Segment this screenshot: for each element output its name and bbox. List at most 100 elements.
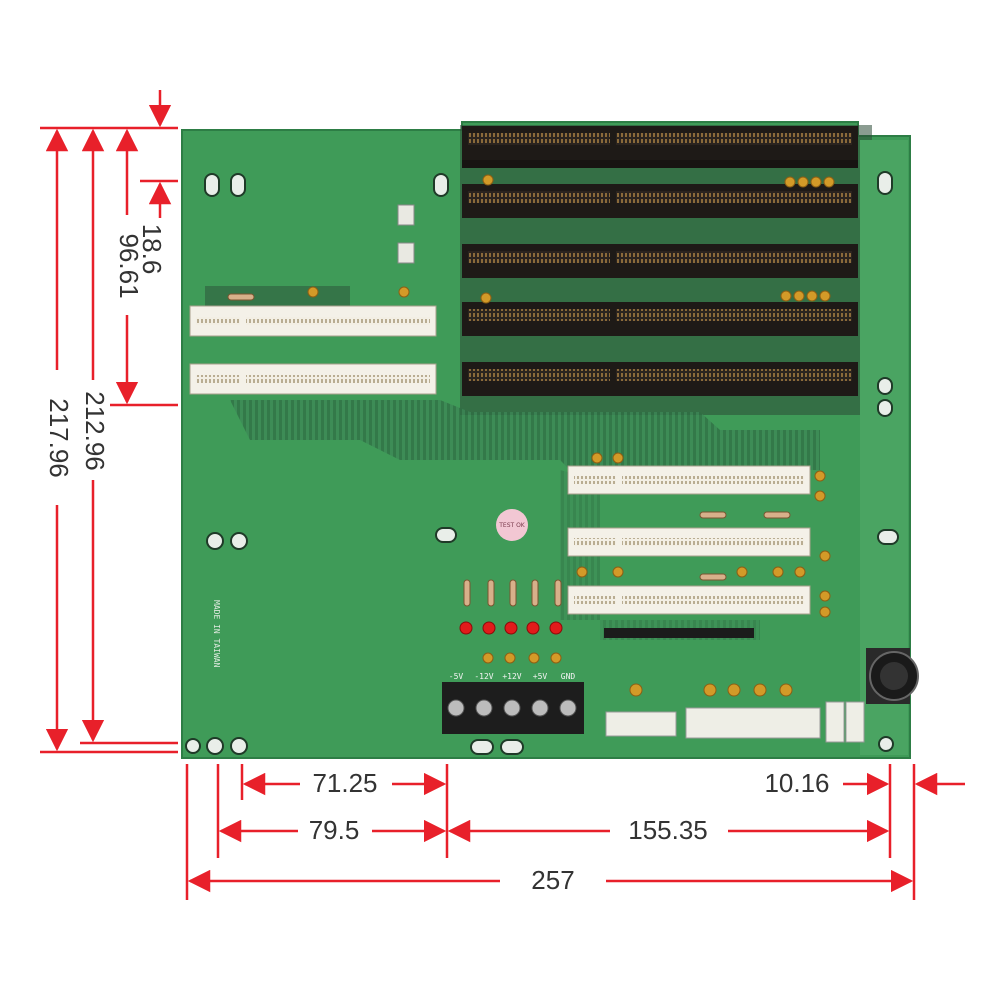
mounting-hole [877,399,893,417]
capacitor [793,290,805,302]
terminal-label: GND [561,672,576,681]
dimension-label-257: 257 [531,865,574,895]
led [482,621,496,635]
capacitor [819,590,831,602]
black-header [604,628,754,638]
led [549,621,563,635]
mounting-hole [185,738,201,754]
resistor [699,511,727,519]
resistor [227,293,255,301]
capacitor [810,176,822,188]
capacitor [703,683,717,697]
wafer-connector [605,711,677,737]
resistor [763,511,791,519]
capacitor [550,652,562,664]
capacitor [727,683,741,697]
capacitor [779,683,793,697]
pci-slot [567,465,811,495]
capacitor [753,683,767,697]
dimension-labels: 18.6 96.61 212.96 217.96 71.25 79.5 155.… [44,224,829,895]
led [526,621,540,635]
isa-slots [462,126,858,396]
pci-slot [189,305,437,337]
terminal-screw [531,699,549,717]
capacitor [823,176,835,188]
capacitor [612,566,624,578]
dimension-label-18-6: 18.6 [137,224,167,275]
capacitor [814,470,826,482]
capacitor [797,176,809,188]
power-terminal-block: -5V -12V +12V +5V GND [442,672,584,734]
mounting-hole [206,532,224,550]
trace-bus [230,400,820,470]
capacitor [819,550,831,562]
pci-slots-right [567,465,811,615]
capacitor [576,566,588,578]
wafer-connector [845,701,865,743]
mounting-hole [877,377,893,395]
mounting-hole [204,173,220,197]
mounting-holes [185,171,899,755]
wafer-connector [685,707,821,739]
test-ok-sticker: TEST OK [496,509,528,541]
fan-header [397,204,415,226]
led [504,621,518,635]
capacitor [528,652,540,664]
terminal-label: +12V [502,672,521,681]
terminal-screw [475,699,493,717]
din-power-connector [866,648,919,704]
terminal-screw [447,699,465,717]
capacitor [398,286,410,298]
terminal-label: -5V [449,672,464,681]
dimension-label-217-96: 217.96 [44,398,74,478]
mounting-hole [433,173,449,197]
isa-slot [462,362,858,396]
mounting-hole [877,529,899,545]
isa-slot [462,244,858,278]
dimension-label-212-96: 212.96 [80,391,110,471]
status-leds [459,621,563,635]
resistor [699,573,727,581]
capacitor [736,566,748,578]
terminal-screw [559,699,577,717]
mounting-hole [877,171,893,195]
capacitor [307,286,319,298]
capacitor [482,652,494,664]
dimension-label-155-35: 155.35 [628,815,708,845]
terminal-screw [503,699,521,717]
pci-slot [567,585,811,615]
dimension-label-10-16: 10.16 [764,768,829,798]
capacitor [504,652,516,664]
dimension-label-79-5: 79.5 [309,815,360,845]
capacitor [591,452,603,464]
resistors [227,293,791,607]
mounting-hole [230,532,248,550]
mounting-hole [500,739,524,755]
mounting-hole [206,737,224,755]
capacitor [482,174,494,186]
isa-slot [462,184,858,218]
capacitor [819,606,831,618]
mounting-hole [878,736,894,752]
isa-slot [462,302,858,336]
terminal-label: +5V [533,672,548,681]
dimension-annotations [40,90,965,900]
pci-slot [189,363,437,395]
pci-slots-left [189,305,437,395]
resistor [554,579,562,607]
pci-slot [567,527,811,557]
capacitor [629,683,643,697]
fan-header [397,242,415,264]
capacitor [806,290,818,302]
capacitors [307,174,835,697]
backplane-board: -5V -12V +12V +5V GND TEST OK MADE IN TA… [181,121,919,759]
capacitor [794,566,806,578]
led [459,621,473,635]
mounting-hole [230,737,248,755]
capacitor [480,292,492,304]
mounting-hole [470,739,494,755]
terminal-label: -12V [474,672,493,681]
capacitor [772,566,784,578]
board-marking: MADE IN TAIWAN [212,600,221,668]
